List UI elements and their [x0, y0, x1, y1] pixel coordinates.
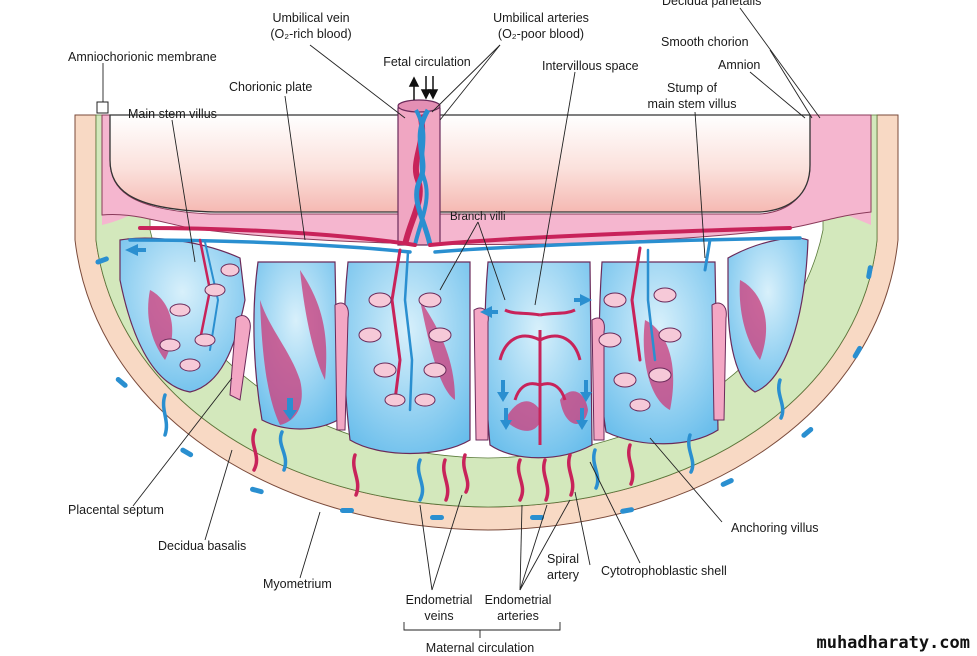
- label-anchoring-villus: Anchoring villus: [731, 521, 819, 535]
- amniotic-cavity: [109, 114, 811, 213]
- label-smooth-chorion: Smooth chorion: [661, 35, 749, 49]
- label-endometrial-arteries-1: Endometrial: [485, 593, 552, 607]
- label-endometrial-veins-1: Endometrial: [406, 593, 473, 607]
- label-umbilical-arteries: Umbilical arteries: [493, 11, 589, 25]
- spiral-artery-jet: [498, 308, 582, 445]
- label-endometrial-arteries-2: arteries: [497, 609, 539, 623]
- membrane-marker: [96, 101, 109, 114]
- umbilical-cord: [397, 99, 441, 246]
- chorionic-vessels: [128, 226, 802, 412]
- endometrial-vessels: [161, 378, 785, 502]
- label-stump-1: Stump of: [667, 81, 718, 95]
- label-amnion: Amnion: [718, 58, 760, 72]
- flow-arrows: [125, 244, 592, 430]
- label-main-stem-villus: Main stem villus: [128, 107, 217, 121]
- fetal-circulation-arrows: [408, 76, 439, 100]
- villous-tree-right: [598, 287, 682, 412]
- label-umbilical-vein-o2: (O₂-rich blood): [270, 27, 351, 41]
- label-maternal-circulation: Maternal circulation: [426, 641, 534, 655]
- label-fetal-circulation: Fetal circulation: [383, 55, 471, 69]
- label-stump-2: main stem villus: [648, 97, 737, 111]
- watermark: muhadharaty.com: [816, 633, 970, 653]
- label-cytotrophoblastic-shell: Cytotrophoblastic shell: [601, 564, 727, 578]
- label-decidua-parietalis: Decidua parietalis: [662, 0, 761, 8]
- villous-tree-center: [358, 292, 452, 407]
- label-myometrium: Myometrium: [263, 577, 332, 591]
- villous-tree-left: [159, 263, 240, 372]
- label-decidua-basalis: Decidua basalis: [158, 539, 246, 553]
- label-umbilical-vein: Umbilical vein: [272, 11, 349, 25]
- leader-lines: [102, 7, 821, 638]
- placental-septa: [229, 302, 727, 441]
- label-endometrial-veins-2: veins: [424, 609, 453, 623]
- label-intervillous-space: Intervillous space: [542, 59, 639, 73]
- label-spiral-artery-2: artery: [547, 568, 580, 582]
- label-spiral-artery-1: Spiral: [547, 552, 579, 566]
- label-chorionic-plate: Chorionic plate: [229, 80, 312, 94]
- label-amniochorionic-membrane: Amniochorionic membrane: [68, 50, 217, 64]
- label-branch-villi: Branch villi: [450, 211, 506, 223]
- label-umbilical-arteries-o2: (O₂-poor blood): [498, 27, 584, 41]
- myometrium-vessels: [95, 256, 873, 520]
- label-placental-septum: Placental septum: [68, 503, 164, 517]
